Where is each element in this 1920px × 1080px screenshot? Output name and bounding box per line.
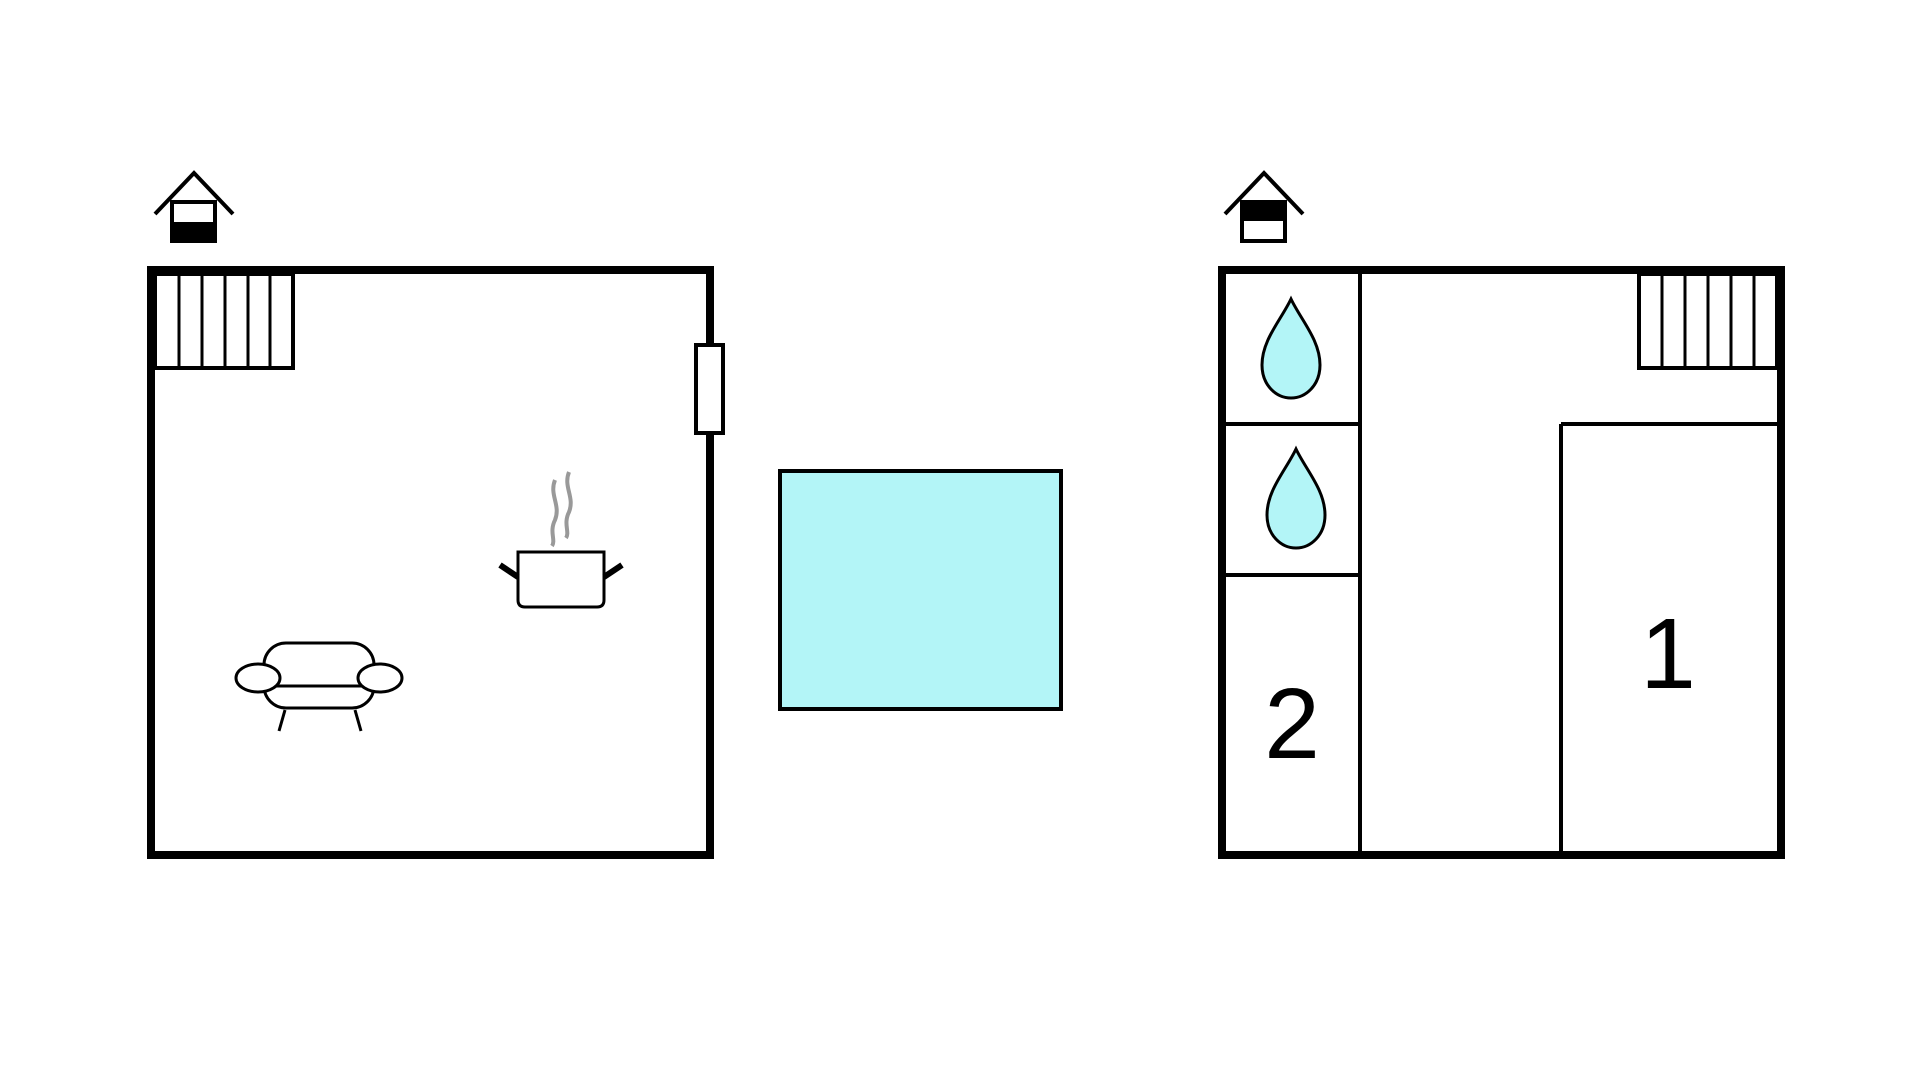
water-drop-icon [1265,445,1327,550]
house-floor-marker-icon [153,170,235,243]
upper-floor-walls [1218,266,1785,859]
cooking-pot-icon [498,471,624,609]
water-drop-icon [1260,295,1322,400]
ground-floor-walls [147,266,714,859]
house-floor-marker-icon [1223,170,1305,243]
interior-walls [1226,274,1777,851]
room-number-1: 1 [1640,598,1696,710]
room-number-2: 2 [1264,668,1320,780]
ground-floor-plan [147,170,725,859]
stairs-icon [1637,272,1779,370]
stairs-icon [153,272,295,370]
door-icon [694,343,725,435]
pool-icon [778,469,1063,711]
sofa-icon [234,641,404,732]
upper-floor-plan: 2 1 [1218,170,1785,859]
